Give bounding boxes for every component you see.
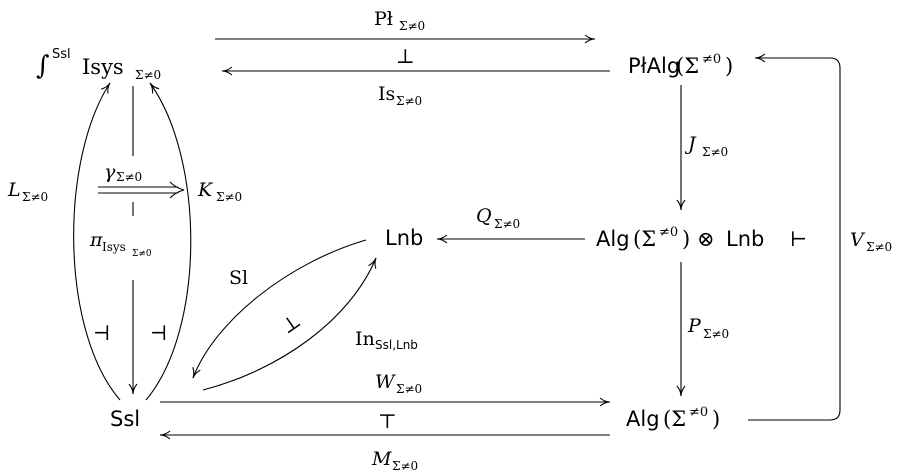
label-p: P Σ≠0 <box>687 315 729 341</box>
svg-text:Ssl,Lnb: Ssl,Lnb <box>375 338 418 352</box>
svg-text:Isys: Isys <box>102 240 126 254</box>
svg-text:⊗: ⊗ <box>697 227 715 251</box>
svg-text:In: In <box>355 328 375 350</box>
svg-text:J: J <box>684 133 697 155</box>
label-in: In Ssl,Lnb <box>355 328 418 352</box>
svg-text:Σ≠0: Σ≠0 <box>703 327 729 341</box>
svg-text:Ssl: Ssl <box>52 47 71 62</box>
svg-text:Σ≠0: Σ≠0 <box>132 249 152 259</box>
label-sl: Sl <box>229 267 248 289</box>
object-lnb: Lnb <box>385 226 423 250</box>
symbol-vdash: ⊢ <box>790 227 807 251</box>
label-pl: Pł Σ≠0 <box>374 8 425 33</box>
svg-text:PłAlg: PłAlg <box>628 54 680 78</box>
symbol-top: ⊤ <box>378 409 397 433</box>
object-ssl: Ssl <box>110 407 140 431</box>
svg-text:Pł: Pł <box>374 8 393 30</box>
svg-text:Σ≠0: Σ≠0 <box>22 190 48 204</box>
svg-text:Σ≠0: Σ≠0 <box>396 382 422 396</box>
svg-text:Q: Q <box>476 205 492 227</box>
svg-text:Σ≠0: Σ≠0 <box>116 170 142 184</box>
svg-text:Sl: Sl <box>229 267 248 289</box>
arrow-v <box>748 53 841 421</box>
svg-text:): ) <box>712 407 720 431</box>
svg-text:Lnb: Lnb <box>385 226 423 250</box>
svg-text:P: P <box>687 315 702 337</box>
svg-text:Ssl: Ssl <box>110 407 140 431</box>
label-v: V Σ≠0 <box>850 229 892 254</box>
svg-text:Σ≠0: Σ≠0 <box>494 217 520 231</box>
arrow-in <box>202 257 377 391</box>
svg-text:L: L <box>7 179 21 201</box>
label-q: Q Σ≠0 <box>476 205 520 231</box>
svg-text:Is: Is <box>378 83 395 105</box>
object-plalg: PłAlg (Σ ≠0 ) <box>628 52 733 78</box>
svg-text:): ) <box>725 54 733 78</box>
label-j: J Σ≠0 <box>684 133 728 159</box>
svg-text:Σ≠0: Σ≠0 <box>392 459 418 473</box>
symbol-perp-top: ⊥ <box>396 44 415 68</box>
svg-text:Isys: Isys <box>82 55 124 79</box>
svg-text:Alg: Alg <box>626 407 660 431</box>
svg-text:γ: γ <box>104 161 116 183</box>
symbol-perp-middle: ⊥ <box>276 308 305 338</box>
label-m: M Σ≠0 <box>371 448 418 473</box>
arrow-k <box>145 82 192 401</box>
label-w: W Σ≠0 <box>375 371 422 396</box>
svg-text:Σ≠0: Σ≠0 <box>702 145 728 159</box>
svg-text:(Σ: (Σ <box>676 54 699 78</box>
svg-text:π: π <box>89 229 103 251</box>
svg-text:Σ≠0: Σ≠0 <box>135 68 161 82</box>
svg-text:(Σ: (Σ <box>633 227 656 251</box>
label-is: Is Σ≠0 <box>378 83 422 108</box>
svg-text:Σ≠0: Σ≠0 <box>216 190 242 204</box>
svg-text:≠0: ≠0 <box>659 225 678 240</box>
svg-text:M: M <box>371 448 392 470</box>
svg-text:Σ≠0: Σ≠0 <box>866 240 892 254</box>
svg-text:V: V <box>850 229 866 251</box>
svg-text:(Σ: (Σ <box>663 407 686 431</box>
svg-text:≠0: ≠0 <box>689 405 708 420</box>
arrow-l <box>73 82 121 401</box>
arrow-sl <box>192 239 367 379</box>
svg-text:Σ≠0: Σ≠0 <box>396 94 422 108</box>
label-pi: π Isys Σ≠0 <box>89 229 152 259</box>
arrow-gamma-head <box>169 181 185 199</box>
svg-text:K: K <box>197 179 214 201</box>
object-int-isys: ∫ Ssl Isys Σ≠0 <box>36 47 161 82</box>
svg-text:Lnb: Lnb <box>726 227 764 251</box>
symbol-dashv-left: ⊣ <box>93 321 110 345</box>
svg-text:Alg: Alg <box>596 227 630 251</box>
svg-text:W: W <box>375 371 396 393</box>
label-l: L Σ≠0 <box>7 179 48 204</box>
object-alg-tensor-lnb: Alg (Σ ≠0 ) ⊗ Lnb <box>596 225 764 251</box>
label-gamma: γ Σ≠0 <box>104 161 142 184</box>
svg-text:Σ≠0: Σ≠0 <box>399 19 425 33</box>
svg-text:≠0: ≠0 <box>702 52 721 67</box>
svg-text:∫: ∫ <box>36 51 50 81</box>
symbol-dashv-right: ⊣ <box>150 321 167 345</box>
label-k: K Σ≠0 <box>197 179 242 204</box>
object-alg: Alg (Σ ≠0 ) <box>626 405 720 431</box>
svg-text:): ) <box>682 227 690 251</box>
